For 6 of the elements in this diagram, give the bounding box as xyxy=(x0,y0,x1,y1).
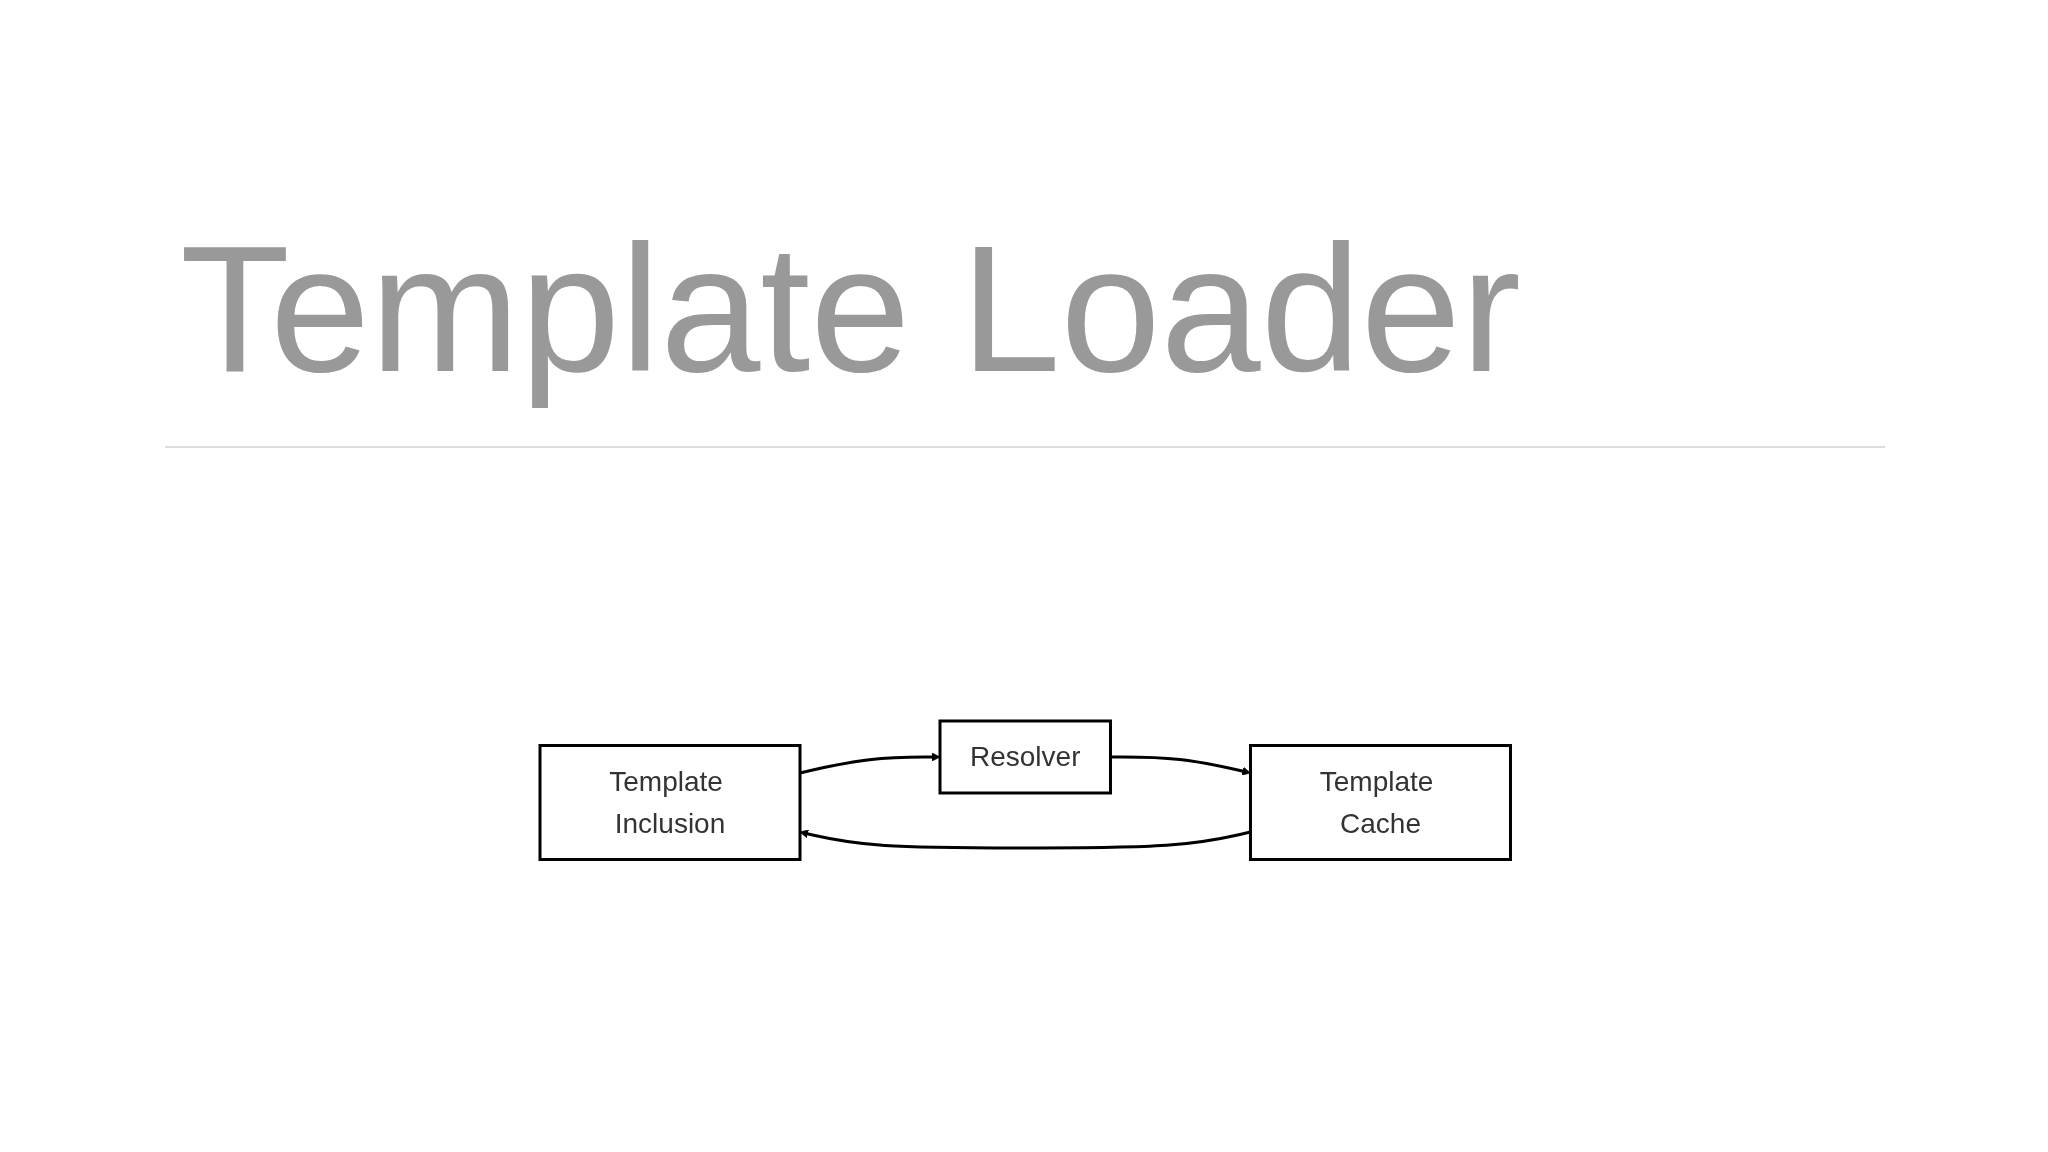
node-box: Template Inclusion xyxy=(538,743,802,861)
title: Template Loader xyxy=(180,210,1521,408)
node-box: Template Cache xyxy=(1248,743,1512,861)
arrow xyxy=(799,829,1251,850)
arrow xyxy=(1110,755,1251,776)
node-box: Resolver xyxy=(938,719,1112,795)
